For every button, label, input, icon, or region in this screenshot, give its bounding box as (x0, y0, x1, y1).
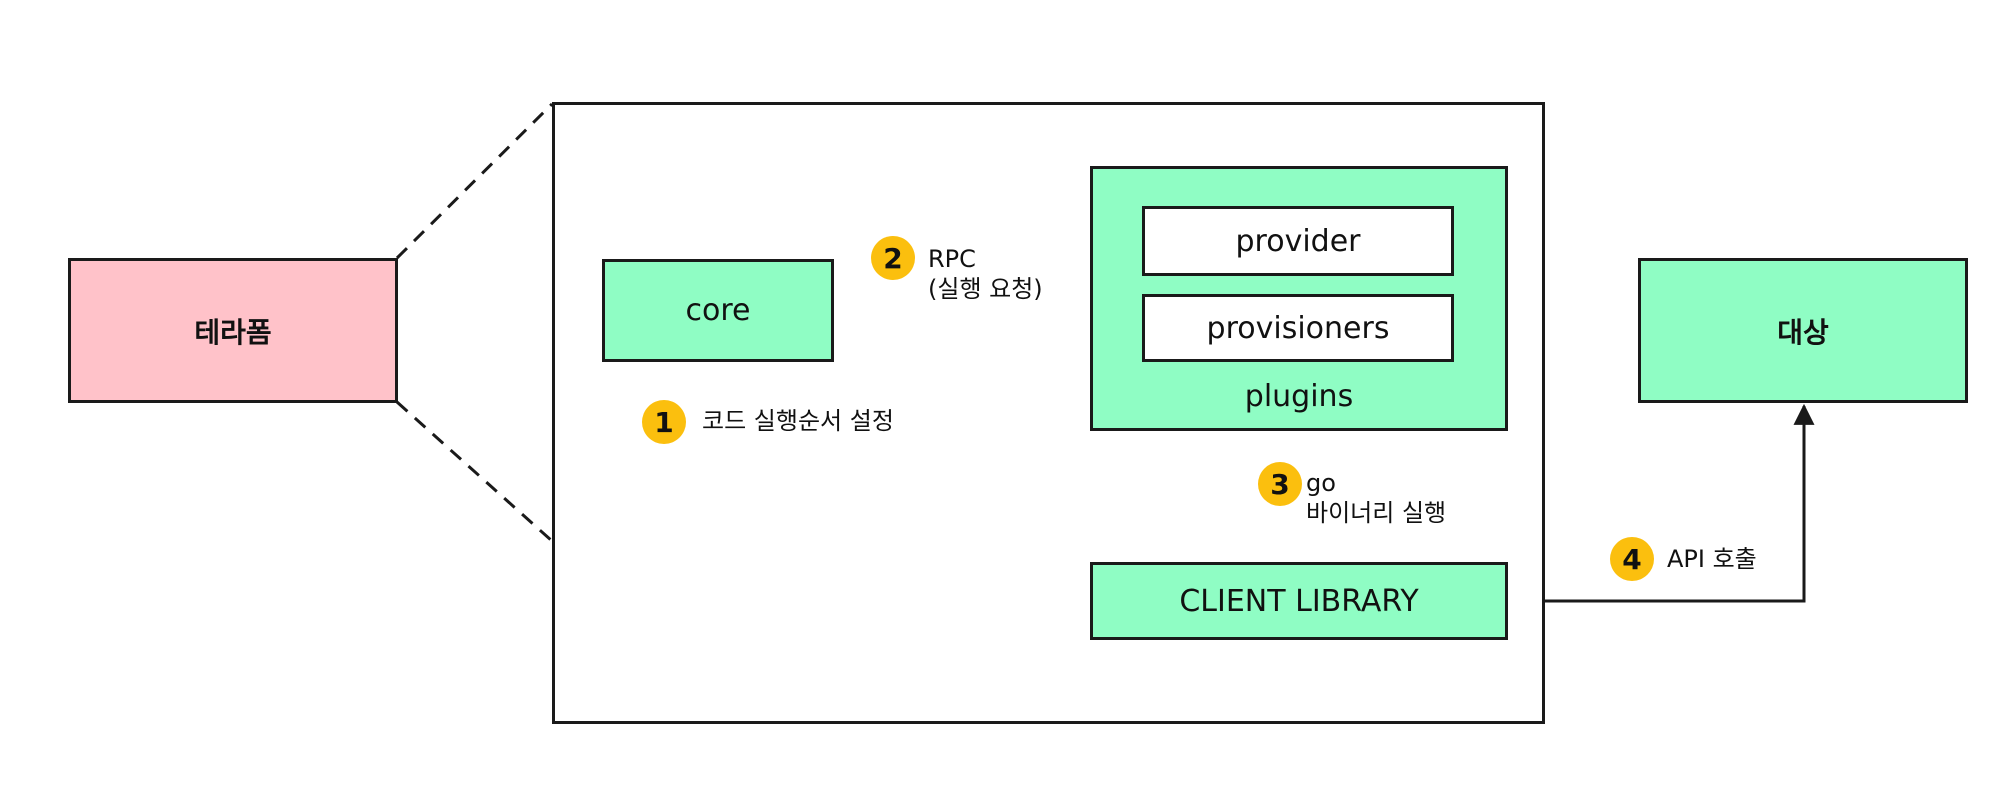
client-library-label: CLIENT LIBRARY (1179, 583, 1419, 619)
provider-label: provider (1235, 223, 1361, 259)
step-2-note: RPC (실행 요청) (928, 245, 1043, 303)
arrow-target-client (1507, 403, 1815, 612)
step-2-badge: 2 (871, 236, 915, 280)
terraform-node: 테라폼 (68, 258, 398, 403)
target-label: 대상 (1777, 315, 1829, 349)
terraform-label: 테라폼 (194, 315, 272, 349)
provisioners-label: provisioners (1206, 310, 1390, 346)
step-3-note: go 바이너리 실행 (1306, 469, 1447, 527)
step-4-badge: 4 (1610, 537, 1654, 581)
core-node: core (602, 259, 834, 362)
step-1-badge: 1 (642, 400, 686, 444)
step-4-note: API 호출 (1667, 545, 1757, 573)
provider-node: provider (1142, 206, 1454, 276)
plugins-label: plugins (1244, 379, 1354, 414)
zoom-line-bottom (395, 400, 554, 543)
provisioners-node: provisioners (1142, 294, 1454, 362)
step-1-note: 코드 실행순서 설정 (702, 407, 894, 435)
step-3-badge: 3 (1258, 462, 1302, 506)
client-library-node: CLIENT LIBRARY (1090, 562, 1508, 640)
zoom-line-top (395, 102, 554, 260)
target-node: 대상 (1638, 258, 1968, 403)
core-label: core (685, 293, 751, 328)
